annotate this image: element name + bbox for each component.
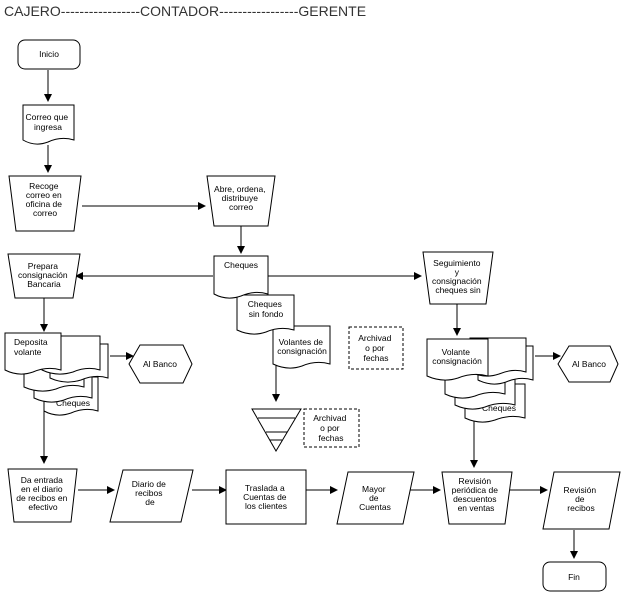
node-deposita-stack: Cheques 2 Deposita volante: [4, 332, 109, 416]
node-al-banco-left: Al Banco: [128, 344, 193, 384]
node-inicio: Inicio: [17, 39, 81, 70]
node-da-entrada: Da entrada en el diario de recibos en ef…: [7, 468, 78, 523]
node-fin: Fin: [542, 561, 607, 592]
node-revision-periodica: Revisión periódica de descuentos en vent…: [441, 471, 513, 525]
svg-text:Cheques sin fondo: Cheques sin fondo: [248, 299, 284, 319]
connectors: [40, 70, 578, 559]
svg-text:Cheques: Cheques: [56, 398, 90, 408]
node-deposita-volante: [4, 332, 62, 375]
node-cheques-sin-fondo: [236, 294, 295, 335]
svg-text:Abre, ordena, distribuye: Abre, ordena, distribuye correo: [214, 184, 268, 212]
node-archive-triangle: [251, 408, 302, 452]
node-volante-stack: Cheques 2 Volante consignación: [426, 337, 534, 423]
svg-text:Archivad o por fec: Archivad o por fechas: [358, 333, 393, 363]
node-abre-ordena: Abre, ordena, distribuye correo: [206, 175, 276, 227]
svg-text:Revisión periódica de: Revisión periódica de descuentos en vent…: [452, 476, 501, 513]
svg-text:Cheques: Cheques: [224, 260, 258, 270]
svg-text:Al Banco: Al Banco: [143, 359, 177, 369]
node-prepara-consignacion: Prepara consignación Bancaria: [7, 253, 81, 299]
svg-text:Deposita volante: Deposita volante: [14, 337, 50, 357]
node-volantes-consignacion: [272, 325, 331, 369]
role-header: CAJERO-----------------CONTADOR---------…: [4, 3, 366, 19]
node-seguimiento: Seguimiento y consignación cheques sin: [422, 251, 494, 305]
node-al-banco-right: Al Banco: [557, 345, 619, 383]
svg-text:Fin: Fin: [568, 572, 580, 582]
svg-text:Diario de recibos: Diario de recibos de: [132, 479, 168, 507]
svg-text:Da entrada en el diario: Da entrada en el diario de recibos en ef…: [16, 475, 69, 512]
svg-text:Volantes de consignación: Volantes de consignación: [277, 337, 327, 356]
svg-text:Traslada a Cuentas de: Traslada a Cuentas de los clientes: [243, 483, 289, 511]
node-cheques: [213, 255, 269, 299]
svg-text:Cheques: Cheques: [482, 403, 516, 413]
node-diario-recibos: Diario de recibos de: [109, 469, 194, 523]
svg-text:Archivad o por fec: Archivad o por fechas: [313, 413, 348, 443]
node-revision-recibos: Revisión de recibos: [542, 471, 621, 530]
node-archivado-2: Archivad o por fechas: [303, 408, 360, 448]
node-archivado-1: Archivad o por fechas: [348, 326, 404, 370]
svg-text:Inicio: Inicio: [39, 49, 59, 59]
svg-text:Correo que ingresa: Correo que ingresa: [26, 112, 71, 132]
node-cheques-stack: Volantes de consignación Cheques sin fon…: [213, 255, 331, 369]
node-recoge-correo: Recoge correo en oficina de correo: [8, 175, 82, 232]
svg-text:Al Banco: Al Banco: [572, 359, 606, 369]
svg-text:Seguimiento y cons: Seguimiento y consignación cheques sin: [432, 258, 484, 295]
svg-text:Recoge correo en o: Recoge correo en oficina de correo: [26, 181, 65, 218]
node-volante-consignacion: [426, 338, 489, 381]
node-mayor-cuentas: Mayor de Cuentas: [336, 471, 415, 525]
node-traslada-cuentas: Traslada a Cuentas de los clientes: [225, 469, 307, 525]
svg-text:Mayor de Cuentas: Mayor de Cuentas: [359, 484, 391, 512]
node-correo-que-ingresa: Correo que ingresa: [22, 104, 75, 145]
svg-text:Volante consignación: Volante consignación: [432, 347, 482, 366]
svg-text:Prepara consignación: Prepara consignación Bancaria: [18, 261, 70, 289]
svg-text:Revisión de recibo: Revisión de recibos: [564, 485, 599, 513]
